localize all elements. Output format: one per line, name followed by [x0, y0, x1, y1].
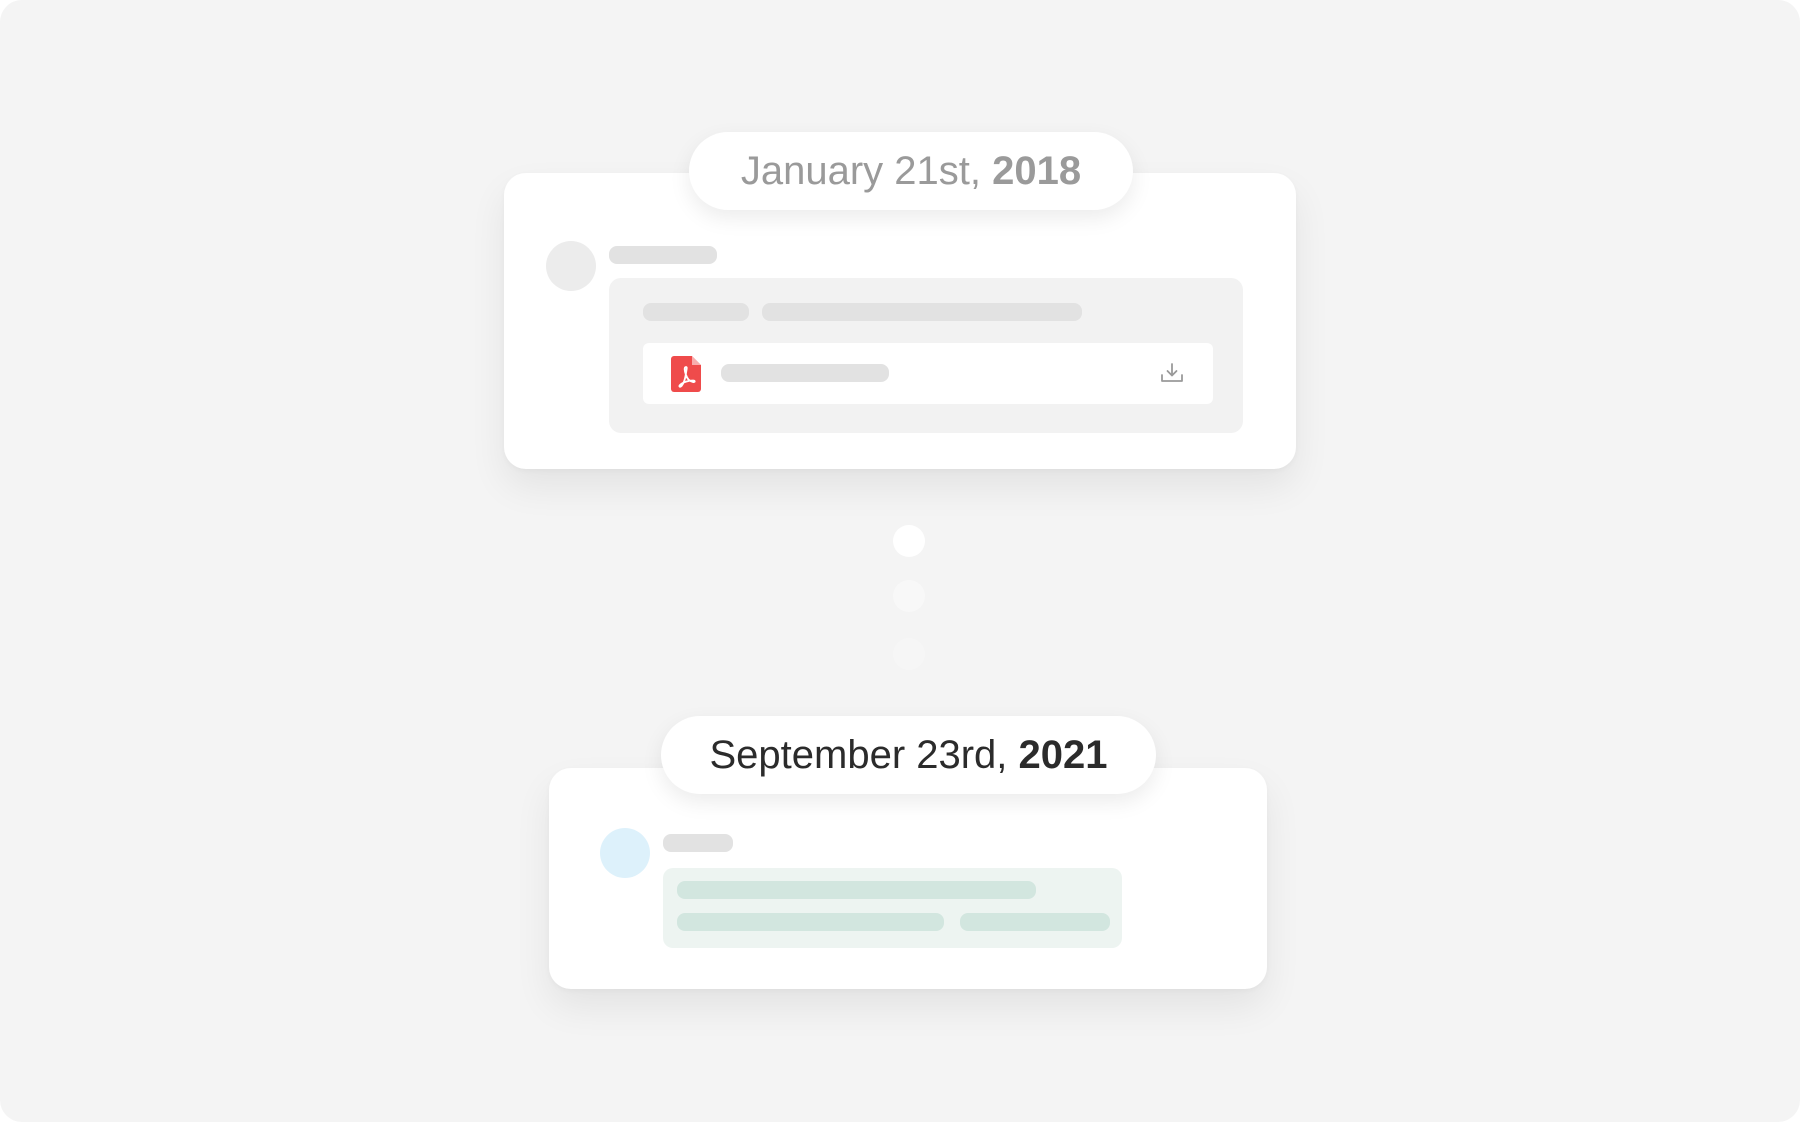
date-text: January 21st,: [740, 148, 993, 193]
date-year: 2021: [1018, 732, 1108, 777]
message-bubble: [609, 278, 1243, 433]
timeline-entry-card-2021: [549, 768, 1267, 989]
avatar: [600, 828, 650, 878]
avatar: [546, 241, 596, 291]
message-text-placeholder: [677, 881, 1036, 899]
message-bubble: [663, 868, 1122, 948]
download-icon[interactable]: [1160, 362, 1184, 384]
timeline-connector-dot: [893, 638, 925, 670]
timeline-entry-card-2018: [504, 173, 1296, 469]
author-name-placeholder: [609, 246, 717, 264]
date-label-2021: September 23rd, 2021: [661, 716, 1156, 794]
message-text-placeholder: [643, 303, 749, 321]
date-year: 2018: [992, 148, 1082, 193]
timeline-connector-dot: [893, 580, 925, 612]
message-text-placeholder: [762, 303, 1082, 321]
attachment-row[interactable]: [643, 343, 1213, 404]
attachment-filename-placeholder: [721, 364, 889, 382]
author-name-placeholder: [663, 834, 733, 852]
message-text-placeholder: [960, 913, 1110, 931]
date-text: September 23rd,: [709, 732, 1019, 777]
date-label-2018: January 21st, 2018: [689, 132, 1133, 210]
message-text-placeholder: [677, 913, 944, 931]
timeline-connector-dot: [893, 525, 925, 557]
pdf-file-icon: [671, 356, 701, 392]
